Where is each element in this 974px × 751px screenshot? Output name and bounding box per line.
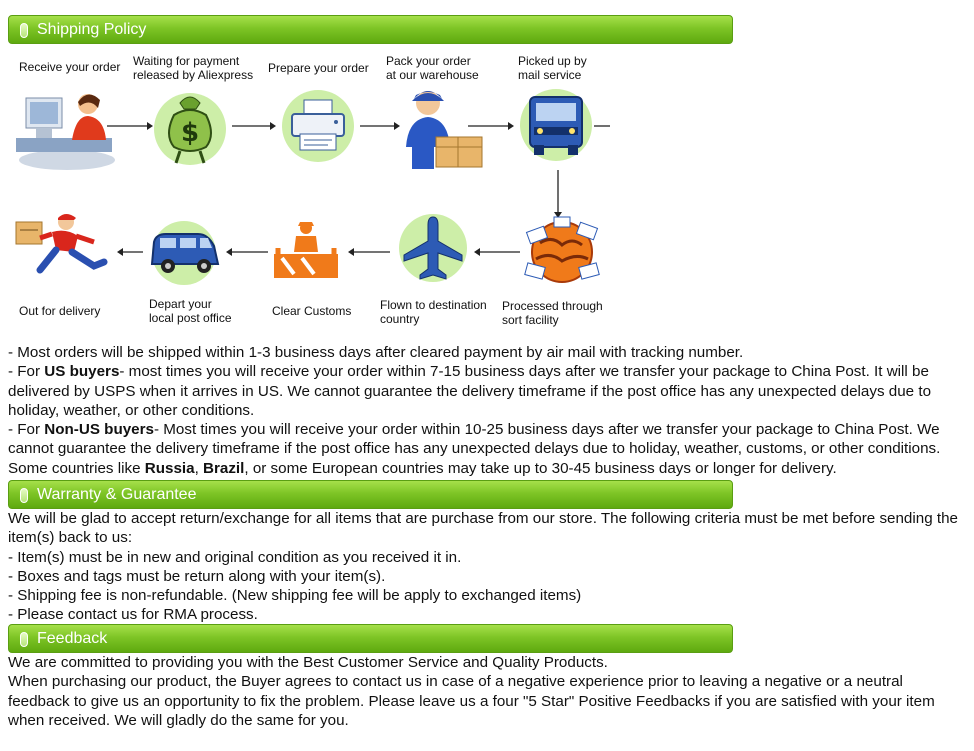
customs-icon <box>274 222 338 278</box>
feedback-line-commitment: We are committed to providing you with t… <box>8 654 608 671</box>
printer-icon <box>282 90 354 162</box>
flow-arrow-6 <box>226 248 268 256</box>
money-bag-icon: $ <box>154 93 226 165</box>
shipping-policy-title: Shipping Policy <box>37 21 147 38</box>
feedback-title: Feedback <box>37 630 108 647</box>
warehouse-worker-icon <box>406 91 483 169</box>
computer-user-icon <box>16 94 115 170</box>
globe-mail-icon <box>524 216 600 283</box>
step-customs-label: Clear Customs <box>272 304 352 318</box>
svg-text:$: $ <box>181 118 199 148</box>
feedback-line-request: When purchasing our product, the Buyer a… <box>8 673 935 729</box>
step-prepare-label: Prepare your order <box>268 61 369 75</box>
warranty-title: Warranty & Guarantee <box>37 486 197 503</box>
flow-arrow-2 <box>232 122 276 130</box>
feedback-header: Feedback <box>8 624 733 653</box>
flow-arrow-1 <box>107 122 153 130</box>
airplane-icon <box>399 214 467 282</box>
van-icon <box>150 221 220 285</box>
header-pill-icon <box>20 23 28 38</box>
warranty-item: - Item(s) must be in new and original co… <box>8 548 462 566</box>
flow-arrow-4 <box>468 122 514 130</box>
flow-line-end <box>594 125 610 127</box>
shipping-line-timing: - Most orders will be shipped within 1-3… <box>8 344 744 361</box>
warranty-header: Warranty & Guarantee <box>8 480 733 509</box>
step-out-for-delivery-label: Out for delivery <box>19 304 101 318</box>
shipping-policy-text: - Most orders will be shipped within 1-3… <box>8 343 968 478</box>
feedback-text: We are committed to providing you with t… <box>8 653 968 730</box>
flow-arrow-down <box>554 170 562 218</box>
truck-icon <box>520 89 592 161</box>
warranty-intro: We will be glad to accept return/exchang… <box>8 510 958 547</box>
delivery-man-icon <box>15 214 108 274</box>
warranty-item: - Boxes and tags must be return along wi… <box>8 567 386 585</box>
flow-arrow-3 <box>360 122 400 130</box>
header-pill-icon <box>20 632 28 647</box>
flow-arrow-7 <box>348 248 390 256</box>
warranty-item: - Please contact us for RMA process. <box>8 606 258 624</box>
warranty-text: We will be glad to accept return/exchang… <box>8 509 968 625</box>
header-pill-icon <box>20 488 28 503</box>
shipping-policy-header: Shipping Policy <box>8 15 733 44</box>
flow-arrow-8 <box>474 248 520 256</box>
flow-arrow-5 <box>117 248 143 256</box>
shipping-line-us: - For US buyers- most times you will rec… <box>8 363 932 419</box>
step-receive-label: Receive your order <box>19 60 121 74</box>
shipping-line-non-us: - For Non-US buyers- Most times you will… <box>8 421 941 477</box>
warranty-item: - Shipping fee is non-refundable. (New s… <box>8 587 582 605</box>
